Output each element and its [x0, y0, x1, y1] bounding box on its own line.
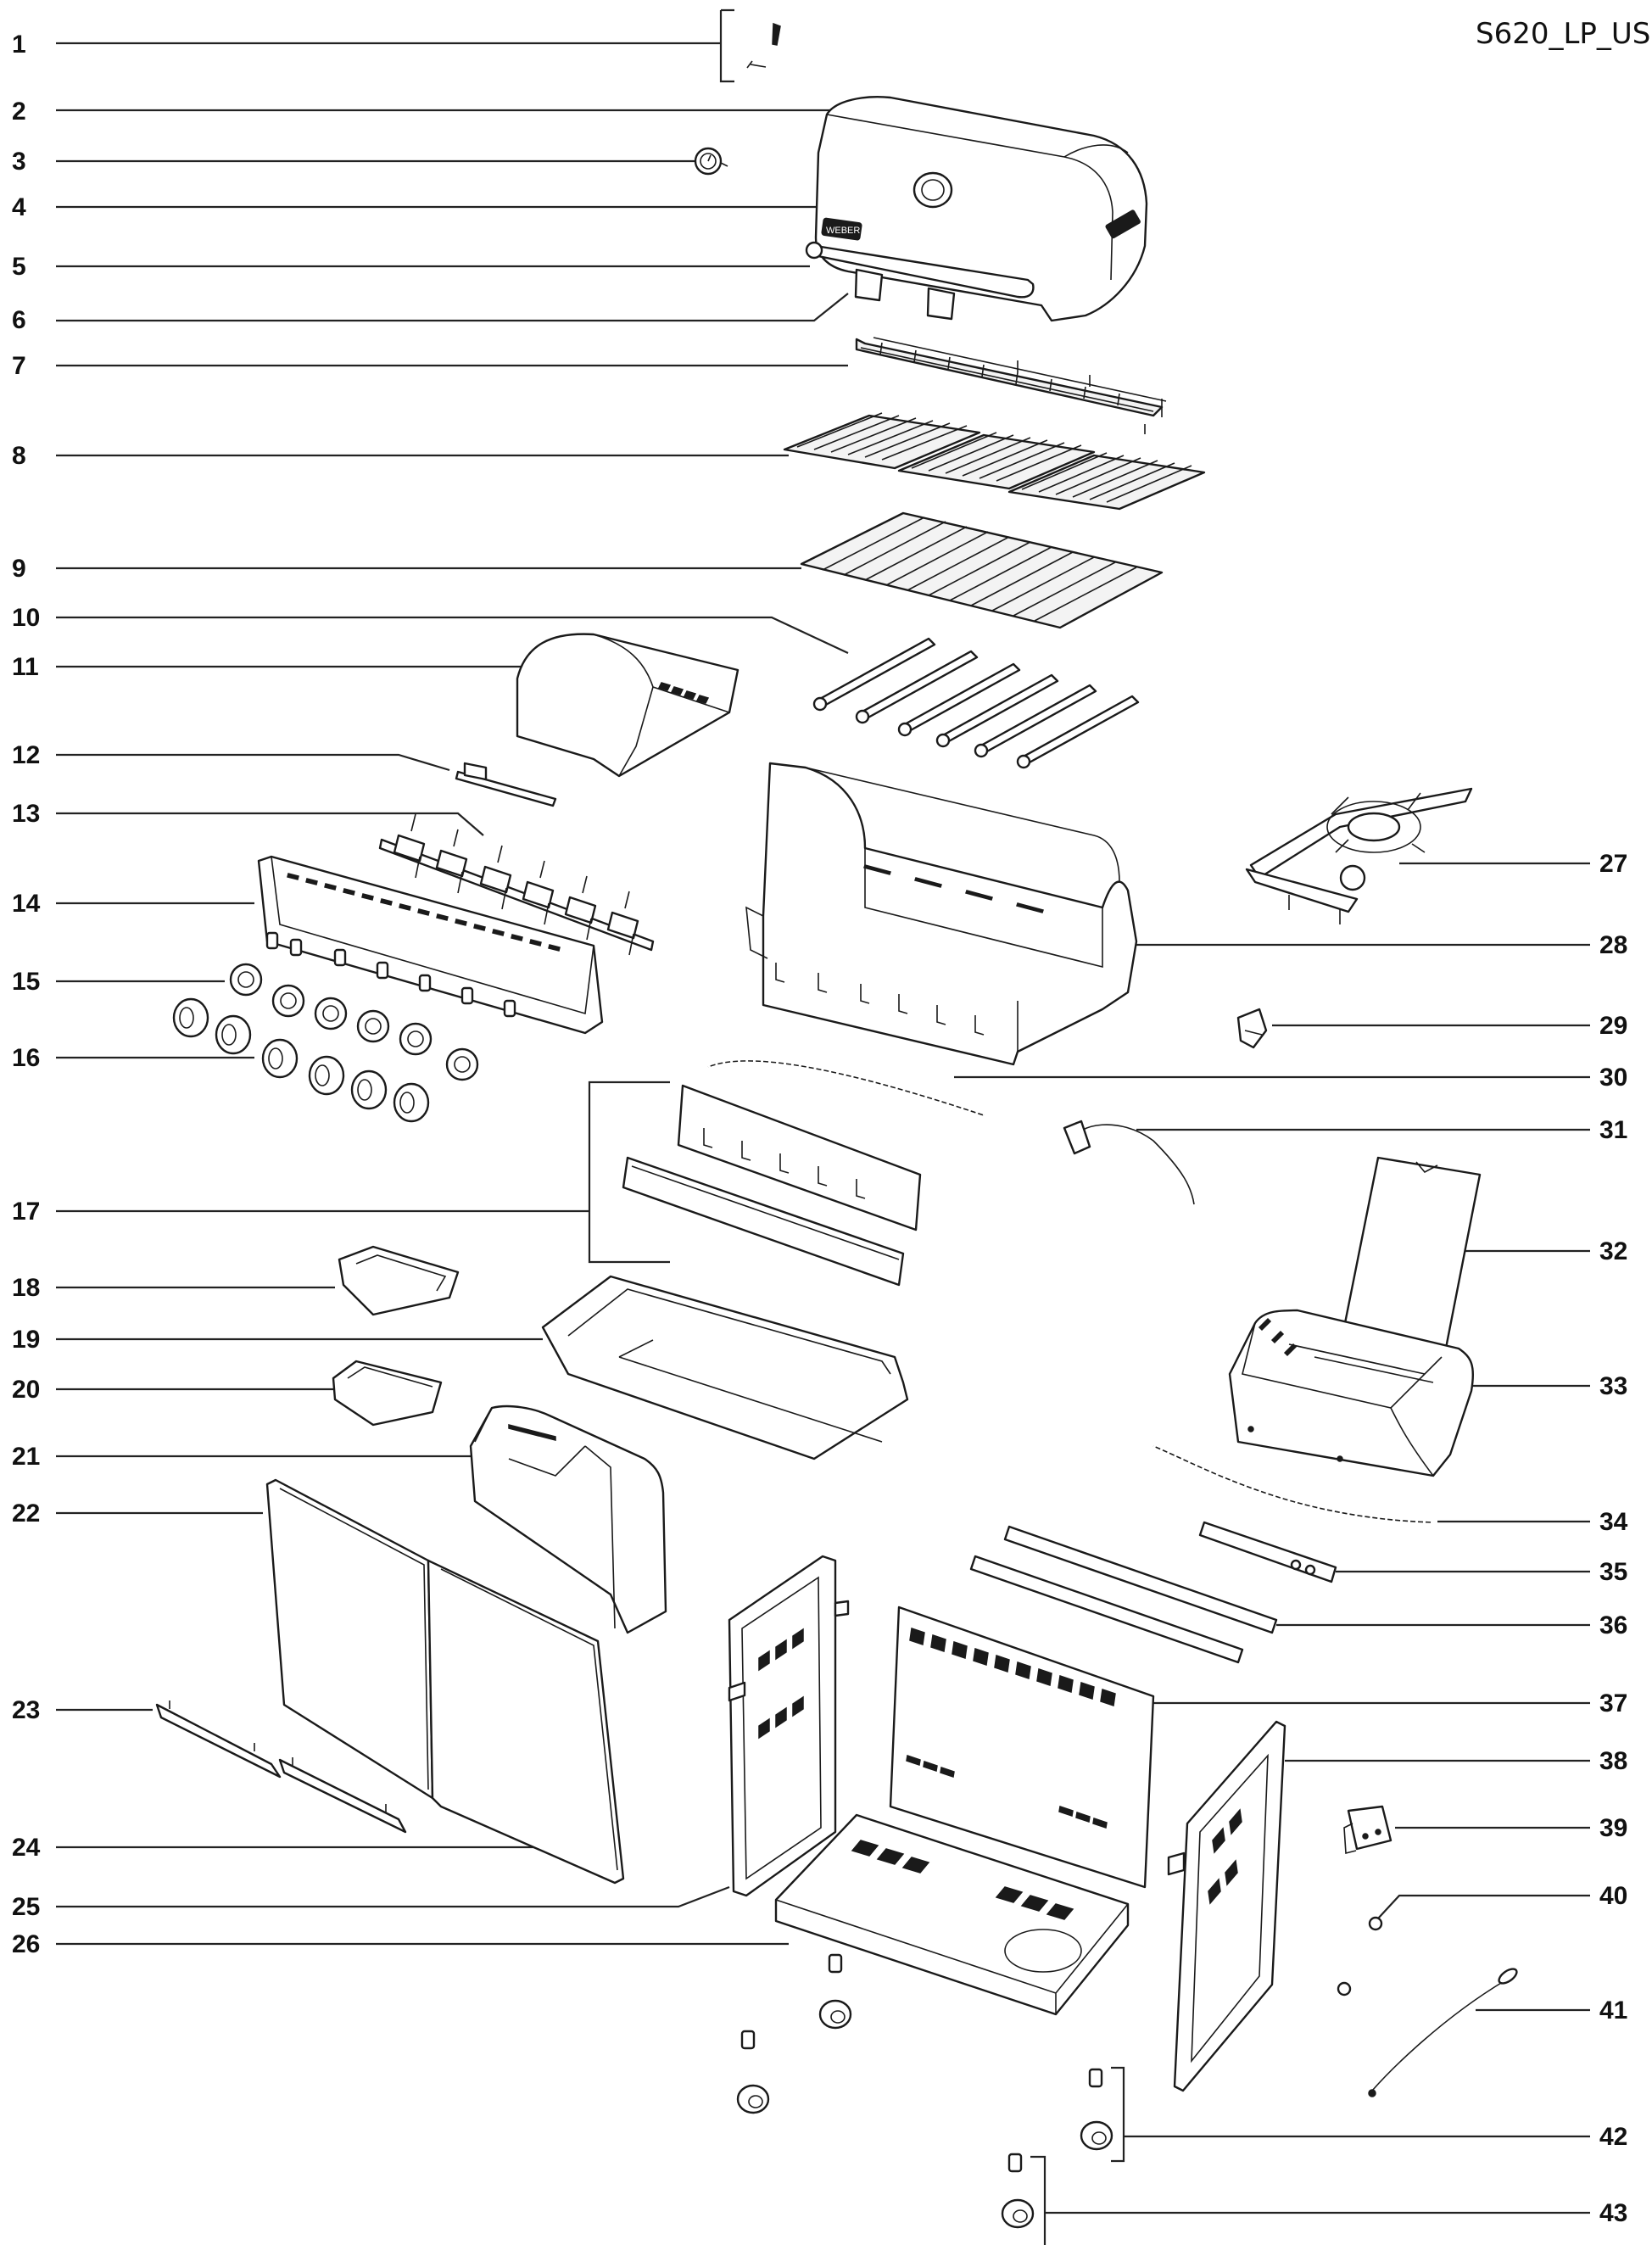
- callout-5: 5: [12, 253, 26, 281]
- callout-20: 20: [12, 1376, 41, 1404]
- part-20-catch-pan: [333, 1361, 441, 1425]
- callout-43: 43: [1599, 2199, 1628, 2227]
- callout-40: 40: [1599, 1882, 1628, 1910]
- callout-11: 11: [12, 653, 39, 681]
- part-43-caster: [1002, 2154, 1033, 2227]
- part-31-gas-line: [1064, 1121, 1194, 1204]
- callout-33: 33: [1599, 1372, 1628, 1400]
- callout-31: 31: [1599, 1116, 1628, 1144]
- callout-18: 18: [12, 1274, 41, 1302]
- callout-28: 28: [1599, 931, 1628, 959]
- callout-26: 26: [12, 1930, 41, 1958]
- callout-22: 22: [12, 1499, 41, 1527]
- callout-6: 6: [12, 306, 26, 334]
- part-5-handle: [806, 243, 1033, 297]
- part-38-right-frame: [1169, 1722, 1285, 2091]
- callout-8: 8: [12, 442, 26, 470]
- part-23-door-handles: [157, 1701, 405, 1832]
- callout-23: 23: [12, 1696, 41, 1724]
- callout-36: 36: [1599, 1611, 1628, 1639]
- part-9-flavorizer-bars: [801, 513, 1162, 628]
- part-7-warming-rack: [857, 338, 1166, 434]
- part-6-handle-bezels: [856, 270, 954, 319]
- callout-19: 19: [12, 1326, 41, 1354]
- part-35-manifold-tube: [1200, 1522, 1336, 1582]
- callout-38: 38: [1599, 1747, 1628, 1775]
- callout-37: 37: [1599, 1689, 1628, 1717]
- callout-13: 13: [12, 800, 41, 828]
- part-19-grease-tray: [543, 1276, 907, 1459]
- leader-lines-left: [56, 10, 916, 1944]
- part-40-nuts: [1338, 1918, 1381, 1995]
- leader-lines-right: [954, 863, 1590, 2245]
- callout-2: 2: [12, 98, 26, 126]
- callout-17: 17: [12, 1198, 41, 1226]
- part-13-manifold-valves: [380, 814, 653, 955]
- callout-39: 39: [1599, 1814, 1628, 1842]
- part-33-side-table: [1230, 1310, 1473, 1476]
- callout-25: 25: [12, 1893, 41, 1921]
- part-27-side-burner: [1247, 789, 1471, 924]
- callout-4: 4: [12, 193, 26, 221]
- part-10-burner-tubes: [814, 639, 1138, 768]
- part-34-hose: [1153, 1446, 1433, 1522]
- part-39-bracket: [1344, 1807, 1391, 1853]
- callout-29: 29: [1599, 1012, 1628, 1040]
- callout-10: 10: [12, 604, 41, 632]
- part-12-igniter-bar: [456, 763, 555, 806]
- callout-42: 42: [1599, 2123, 1628, 2151]
- callout-16: 16: [12, 1044, 41, 1072]
- part-4-thermometer-bezel: [914, 173, 952, 207]
- callout-21: 21: [12, 1443, 41, 1471]
- part-11-heat-deflector: [517, 634, 738, 776]
- callout-3: 3: [12, 148, 26, 176]
- part-16-knobs: [174, 999, 428, 1121]
- model-code: S620_LP_US: [1476, 17, 1651, 51]
- part-42-casters: [738, 1955, 1112, 2149]
- part-21-storage-bin: [471, 1406, 666, 1633]
- part-29-clip: [1238, 1009, 1266, 1047]
- part-36-braces: [971, 1527, 1276, 1662]
- part-22-doors: [267, 1480, 623, 1883]
- part-28-cookbox: [746, 763, 1136, 1064]
- callout-30: 30: [1599, 1064, 1628, 1092]
- svg-text:WEBER: WEBER: [826, 226, 860, 236]
- callout-27: 27: [1599, 850, 1628, 878]
- part-15-knob-bezels: [231, 964, 477, 1080]
- part-41-igniter-wire: [1369, 1966, 1519, 2097]
- part-17-brackets: [623, 1086, 920, 1285]
- callout-24: 24: [12, 1834, 41, 1862]
- part-37-back-panel: [890, 1607, 1153, 1887]
- callout-34: 34: [1599, 1508, 1628, 1536]
- callout-14: 14: [12, 890, 41, 918]
- callout-1: 1: [12, 31, 26, 59]
- part-14-control-panel: [259, 857, 602, 1033]
- callout-12: 12: [12, 741, 41, 769]
- part-3-thermometer: [695, 148, 728, 174]
- callout-7: 7: [12, 352, 26, 380]
- part-1-screws: [747, 24, 780, 68]
- callout-41: 41: [1599, 1996, 1628, 2024]
- callout-15: 15: [12, 968, 41, 996]
- callout-9: 9: [12, 555, 26, 583]
- callout-35: 35: [1599, 1558, 1628, 1586]
- part-18-drip-tray: [339, 1247, 458, 1315]
- part-30-hose: [708, 1061, 984, 1115]
- part-25-left-frame: [729, 1556, 848, 1896]
- part-26-bottom-panel: [776, 1815, 1128, 2014]
- callout-32: 32: [1599, 1237, 1628, 1265]
- part-8-cooking-grates: [784, 413, 1204, 509]
